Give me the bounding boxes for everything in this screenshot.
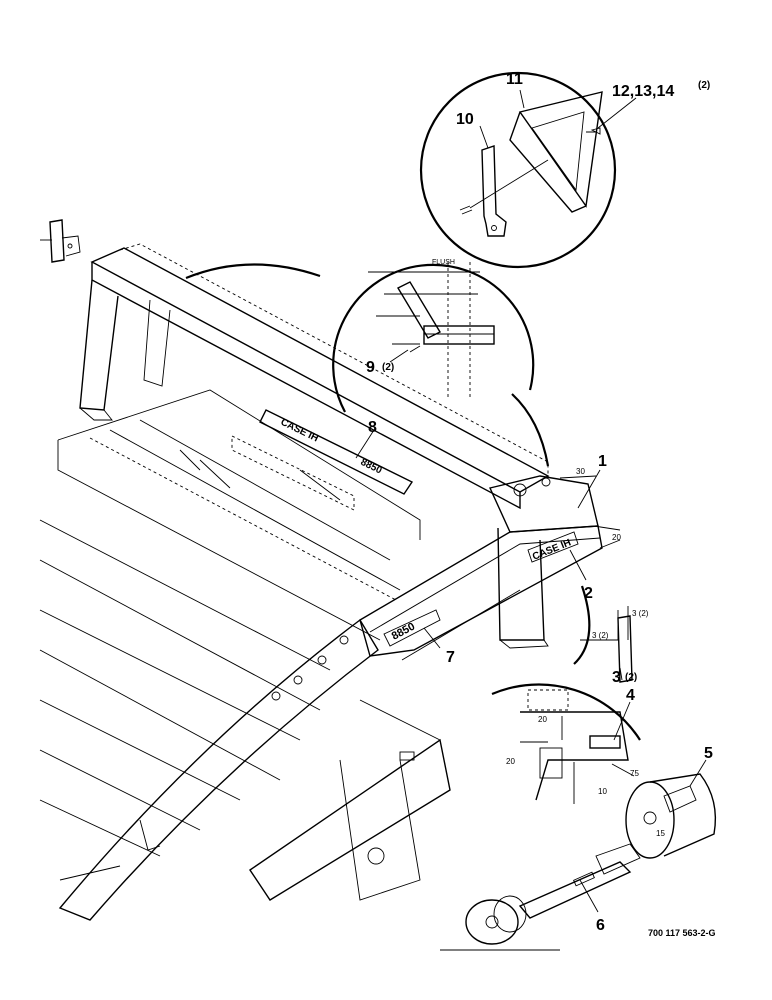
detail-circle-decal-4 [491, 585, 641, 804]
drawing-number: 700 117 563-2-G [648, 928, 716, 938]
dim-3-b: 3 (2) [592, 631, 609, 640]
dim-10: 10 [598, 787, 607, 796]
callout-12-qty: (2) [698, 80, 710, 91]
callout-2: 2 [584, 585, 593, 602]
callout-3: 3 [612, 669, 621, 686]
detail-circle-smv-sign [419, 71, 637, 269]
callout-9: 9 [366, 359, 375, 376]
dimension-lines-gearbox [559, 475, 621, 549]
callout-10: 10 [456, 111, 474, 128]
mounting-bracket [481, 145, 507, 237]
callout-12-13-14: 12,13,14 [612, 83, 674, 100]
decal-case-ih-gearbox: CASE IH [527, 531, 579, 563]
driveline-decal [663, 785, 697, 813]
callout-1: 1 [598, 453, 607, 470]
screw-icon [586, 127, 601, 135]
header-frame [39, 243, 603, 921]
detail-circle-flush [332, 262, 535, 413]
callout-3-qty: (2) [625, 672, 637, 683]
callout-6: 6 [596, 917, 605, 934]
callout-9-qty: (2) [382, 362, 394, 373]
dim-20-right: 20 [612, 533, 621, 542]
bracket-loose-part [40, 219, 81, 263]
callout-11: 11 [506, 71, 523, 88]
dim-30: 30 [576, 467, 585, 476]
decal-case-ih-upper: CASE IH [279, 417, 320, 445]
detail-decal-3 [580, 606, 633, 683]
leader-lines [355, 349, 707, 913]
dimension-labels: FLUSH 30 20 3 (2) 3 (2) 20 20 75 10 15 [432, 259, 665, 838]
smv-emblem-icon [509, 91, 603, 213]
dim-75: 75 [630, 769, 639, 778]
callouts: 11 12,13,14 (2) 10 9 (2) 8 1 2 7 3 (2) 4… [366, 71, 713, 934]
dim-3-a: 3 (2) [632, 609, 649, 618]
callout-7: 7 [446, 649, 455, 666]
callout-4: 4 [626, 687, 635, 704]
dim-20-a: 20 [538, 715, 547, 724]
dim-20-b: 20 [506, 757, 515, 766]
driveline-assembly [440, 773, 717, 951]
dim-15: 15 [656, 829, 665, 838]
callout-5: 5 [704, 745, 713, 762]
label-flush: FLUSH [432, 259, 455, 266]
callout-8: 8 [368, 419, 377, 436]
decal-upper-set: CASE IH 8850 [231, 409, 414, 511]
